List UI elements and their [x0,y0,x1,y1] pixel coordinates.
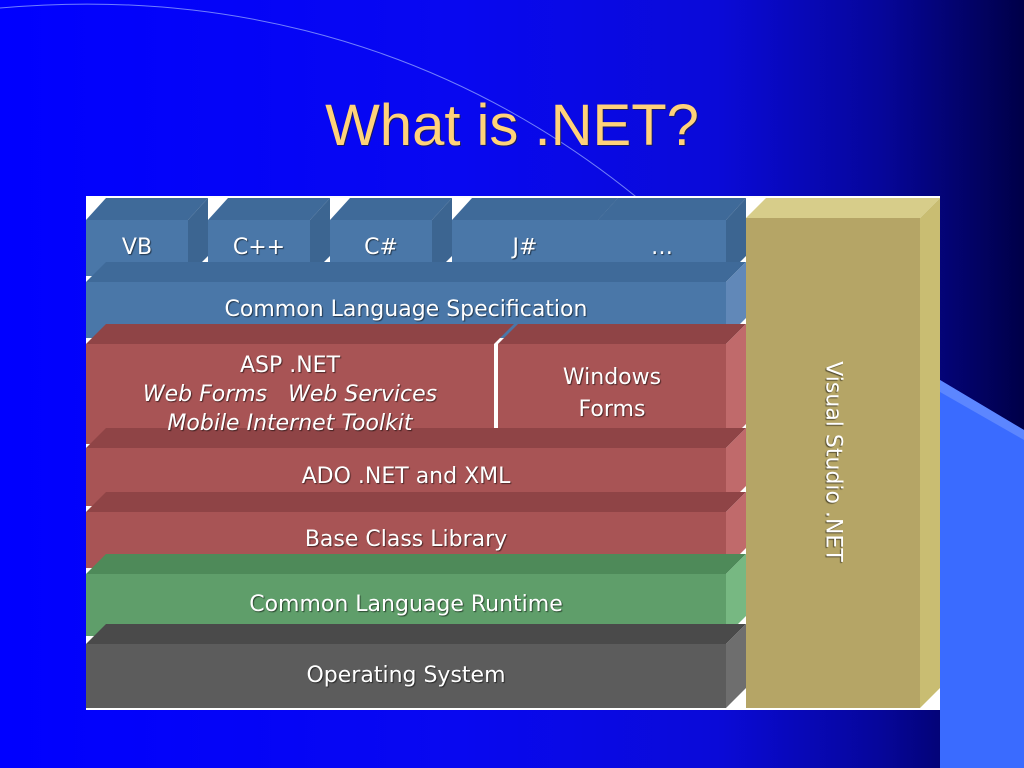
language-vb: VB [121,235,153,260]
os-bar [86,644,726,708]
ado-label: ADO .NET and XML [301,464,511,489]
cls-label: Common Language Specification [224,297,588,322]
language-cpp: C++ [232,235,286,260]
visual-studio-label: Visual Studio .NET [820,361,846,562]
vs-top-face [746,198,940,218]
os-label: Operating System [306,663,506,688]
asp-box [86,344,494,444]
asp-net-title: ASP .NET [239,352,341,378]
language-csharp: C# [364,235,398,260]
clr-label: Common Language Runtime [249,592,563,617]
windows-forms-label: Windows Forms [498,346,726,442]
slide-title: What is .NET? [325,93,699,158]
language-more: … [651,235,673,260]
winforms-box [498,344,726,444]
dotnet-architecture-diagram: VB C++ C# J# … Common Language Specifica… [86,196,940,710]
asp-net-web-forms-services: Web Forms Web Services [142,381,438,407]
language-jsharp: J# [512,235,538,260]
vs-side-face [920,198,940,708]
language-row [86,198,746,276]
asp-net-mobile-toolkit: Mobile Internet Toolkit [167,410,413,436]
bcl-label: Base Class Library [304,527,508,552]
diagram-shapes [86,198,940,708]
windows-forms-line2: Forms [578,397,646,422]
vs-front-face [746,218,920,708]
windows-forms-line1: Windows [562,365,662,390]
asp-net-label: ASP .NET Web Forms Web Services Mobile I… [86,346,494,442]
